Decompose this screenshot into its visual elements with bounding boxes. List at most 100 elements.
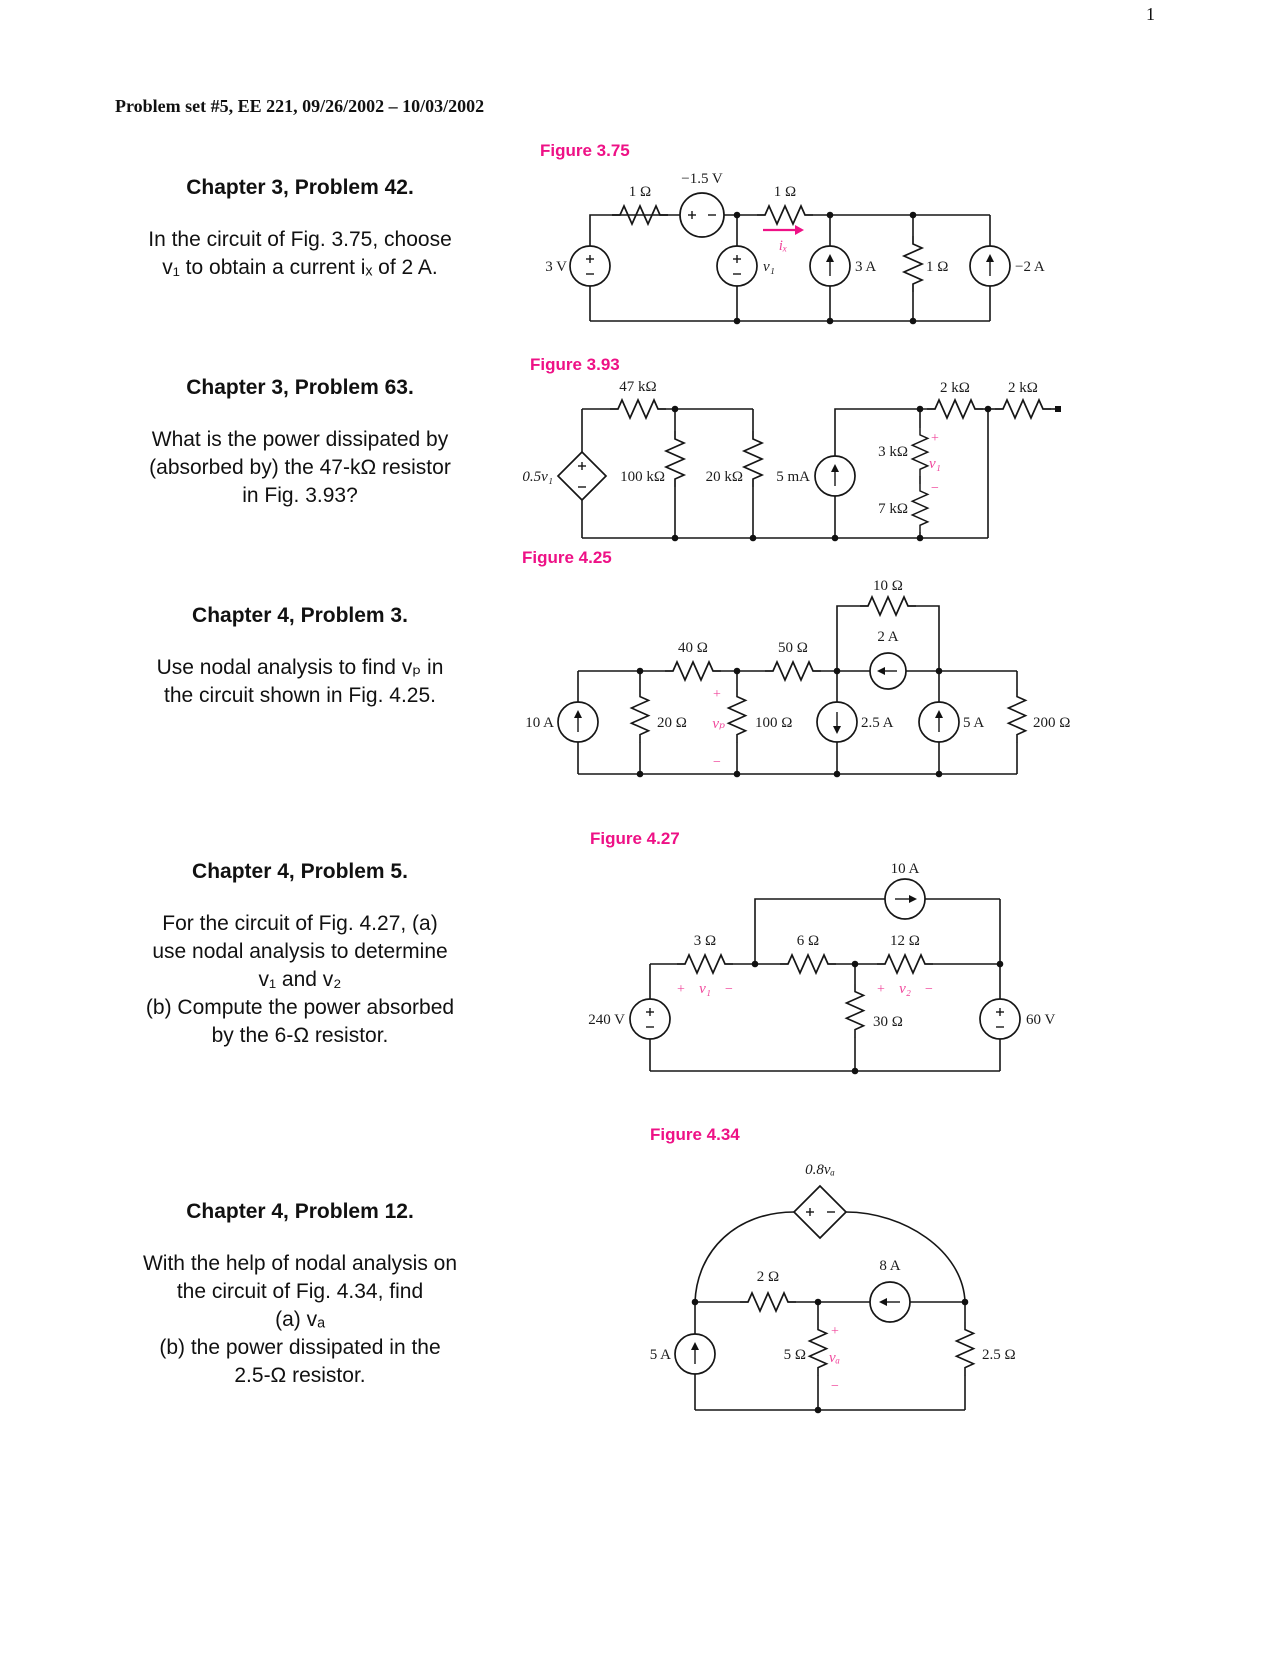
label-r47: 47 kΩ bbox=[619, 379, 656, 395]
node-dots bbox=[691, 1298, 969, 1414]
current-source-5a bbox=[674, 1333, 716, 1375]
label-neg2a: −2 A bbox=[1015, 259, 1045, 275]
problem-4-5: Chapter 4, Problem 5. For the circuit of… bbox=[70, 860, 530, 1050]
problem-line: in Fig. 3.93? bbox=[242, 484, 358, 507]
current-source-8a bbox=[869, 1281, 911, 1323]
minus-sign: − bbox=[725, 982, 733, 997]
wires bbox=[577, 605, 1018, 775]
label-v2: v₂ bbox=[899, 981, 911, 997]
terminal bbox=[1055, 406, 1061, 412]
label-10a: 10 A bbox=[891, 861, 920, 877]
wires bbox=[694, 1211, 966, 1411]
page-number: 1 bbox=[1146, 4, 1155, 24]
dependent-source-0-5v1 bbox=[556, 450, 608, 502]
label-dep: 0.8vₐ bbox=[805, 1162, 835, 1178]
problem-title: Chapter 3, Problem 42. bbox=[186, 176, 414, 199]
problem-line: by the 6-Ω resistor. bbox=[211, 1024, 389, 1047]
problem-line: v₁ to obtain a current iₓ of 2 A. bbox=[162, 256, 438, 279]
va-annotation: + vₐ − bbox=[829, 1324, 840, 1394]
label-r3: 3 Ω bbox=[694, 933, 716, 949]
problem-line: In the circuit of Fig. 3.75, choose bbox=[148, 228, 452, 251]
problem-3-42: Chapter 3, Problem 42. In the circuit of… bbox=[70, 176, 530, 282]
voltage-source-neg1-5v bbox=[679, 192, 725, 238]
current-source-10a bbox=[884, 878, 926, 920]
label-r3: 1 Ω bbox=[926, 259, 948, 275]
v1-annotation: + v₁ − bbox=[677, 981, 733, 997]
problem-line: Use nodal analysis to find vₚ in bbox=[156, 656, 444, 679]
minus-sign: − bbox=[831, 1379, 839, 1394]
ix-current-arrow bbox=[763, 225, 804, 235]
label-r200: 200 Ω bbox=[1033, 715, 1070, 731]
plus-sign: + bbox=[677, 982, 685, 997]
label-60v: 60 V bbox=[1026, 1012, 1055, 1028]
problem-title: Chapter 4, Problem 5. bbox=[192, 860, 408, 883]
voltage-source-240v bbox=[629, 998, 671, 1040]
minus-sign: − bbox=[713, 755, 721, 770]
label-dep: 0.5v₁ bbox=[522, 469, 553, 485]
plus-sign: + bbox=[831, 1324, 839, 1339]
label-r12: 12 Ω bbox=[890, 933, 920, 949]
label-v1: v₁ bbox=[763, 259, 775, 275]
figure-title-393: Figure 3.93 bbox=[530, 355, 620, 374]
node-dots bbox=[751, 960, 1004, 1075]
label-r7k: 7 kΩ bbox=[878, 501, 908, 517]
label-2a: 2 A bbox=[877, 629, 898, 645]
plus-sign: + bbox=[713, 687, 721, 702]
label-neg1-5v: −1.5 V bbox=[681, 171, 723, 187]
v2-annotation: + v₂ − bbox=[877, 981, 933, 997]
label-r40: 40 Ω bbox=[678, 640, 708, 656]
minus-sign: − bbox=[925, 982, 933, 997]
current-source-neg2a bbox=[969, 245, 1011, 287]
label-ix: iₓ bbox=[779, 238, 787, 254]
label-r100: 100 kΩ bbox=[620, 469, 665, 485]
figure-4-34-circuit: 0.8vₐ 2 Ω 8 A 5 A 5 Ω 2.5 Ω + vₐ − bbox=[650, 1162, 1016, 1414]
figure-title-375: Figure 3.75 bbox=[540, 141, 630, 160]
current-source-5ma bbox=[814, 455, 856, 497]
label-r5: 5 Ω bbox=[784, 1347, 806, 1363]
label-8a: 8 A bbox=[879, 1258, 900, 1274]
problem-line: 2.5-Ω resistor. bbox=[234, 1364, 366, 1387]
current-source-5a bbox=[918, 701, 960, 743]
label-va: vₐ bbox=[829, 1350, 840, 1366]
figure-3-75-circuit: 3 V 1 Ω −1.5 V v₁ 1 Ω iₓ 3 A 1 Ω −2 A bbox=[545, 171, 1045, 325]
wires bbox=[589, 214, 991, 322]
current-source-10a bbox=[557, 701, 599, 743]
current-source-2-5a bbox=[816, 701, 858, 743]
figure-4-27-circuit: 240 V 3 Ω 6 Ω 12 Ω 30 Ω 60 V 10 A + v₁ −… bbox=[588, 861, 1055, 1075]
label-2-5a: 2.5 A bbox=[861, 715, 894, 731]
figure-title-434: Figure 4.34 bbox=[650, 1125, 740, 1144]
label-r6: 6 Ω bbox=[797, 933, 819, 949]
label-r10: 10 Ω bbox=[873, 578, 903, 594]
label-r2: 1 Ω bbox=[774, 184, 796, 200]
current-source-3a bbox=[809, 245, 851, 287]
header-title: Problem set #5, EE 221, 09/26/2002 – 10/… bbox=[115, 96, 485, 116]
label-v1: v₁ bbox=[699, 981, 711, 997]
problem-title: Chapter 4, Problem 12. bbox=[186, 1200, 414, 1223]
label-5ma: 5 mA bbox=[776, 469, 810, 485]
label-3v: 3 V bbox=[545, 259, 567, 275]
resistors bbox=[611, 205, 923, 293]
label-5a: 5 A bbox=[650, 1347, 671, 1363]
problem-line: the circuit of Fig. 4.34, find bbox=[176, 1280, 424, 1303]
label-r100: 100 Ω bbox=[755, 715, 792, 731]
resistors bbox=[739, 1292, 975, 1377]
problem-line: v₁ and v₂ bbox=[258, 968, 342, 991]
label-r1: 1 Ω bbox=[629, 184, 651, 200]
label-r30: 30 Ω bbox=[873, 1014, 903, 1030]
problem-title: Chapter 4, Problem 3. bbox=[192, 604, 408, 627]
vp-annotation: + vₚ − bbox=[712, 687, 725, 770]
voltage-source-60v bbox=[979, 998, 1021, 1040]
label-240v: 240 V bbox=[588, 1012, 625, 1028]
label-r2-5: 2.5 Ω bbox=[982, 1347, 1016, 1363]
label-r50: 50 Ω bbox=[778, 640, 808, 656]
problem-line: (b) Compute the power absorbed bbox=[145, 996, 455, 1019]
problem-4-3: Chapter 4, Problem 3. Use nodal analysis… bbox=[70, 604, 530, 710]
label-r2k-1: 2 kΩ bbox=[940, 380, 970, 396]
label-r2: 2 Ω bbox=[757, 1269, 779, 1285]
label-5a: 5 A bbox=[963, 715, 984, 731]
problem-line: the circuit shown in Fig. 4.25. bbox=[164, 684, 436, 707]
problem-4-12: Chapter 4, Problem 12. With the help of … bbox=[70, 1200, 530, 1390]
label-3a: 3 A bbox=[855, 259, 876, 275]
figure-title-427: Figure 4.27 bbox=[590, 829, 680, 848]
